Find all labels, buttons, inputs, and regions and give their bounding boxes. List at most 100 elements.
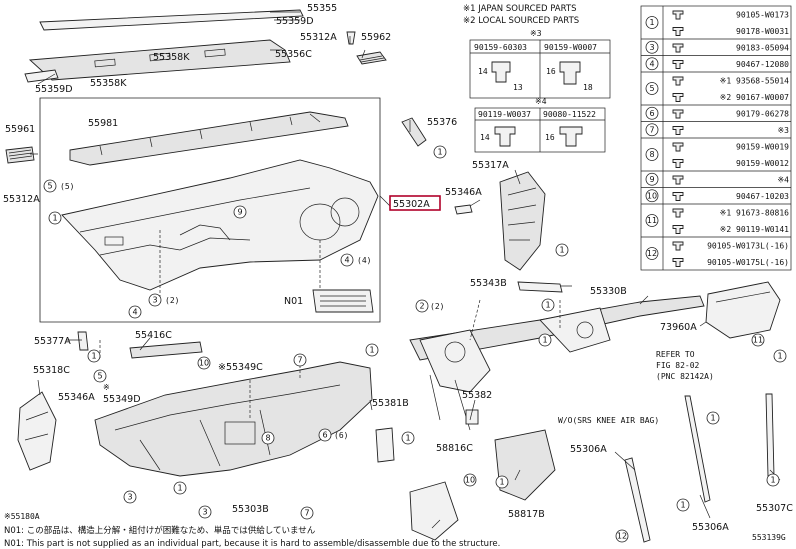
- box3-mark: ※3: [530, 29, 542, 38]
- parts-table-callout: [645, 57, 659, 71]
- brace-55306a-bottom[interactable]: [684, 395, 711, 503]
- parts-table-callout: [645, 148, 659, 161]
- box3-dim-a2: 13: [513, 83, 523, 92]
- label-55359d: 55359D: [276, 16, 314, 27]
- wo-srs-note: W/O(SRS KNEE AIR BAG): [558, 416, 659, 425]
- clip-55312a-top[interactable]: [346, 31, 356, 45]
- spec-box-3: ※3 90159-60303 90159-W0007 14 13 16 18: [469, 29, 611, 99]
- label-58817b: 58817B: [508, 509, 545, 520]
- cover-58817b[interactable]: [409, 481, 459, 541]
- callout-6-qty: (6): [334, 431, 348, 440]
- grille-55961[interactable]: [5, 146, 35, 164]
- link-55343b[interactable]: [517, 281, 563, 293]
- fastener-icon: [672, 258, 684, 267]
- parts-table-partno[interactable]: 90105-W0173: [736, 10, 789, 19]
- label-55981: 55981: [88, 118, 118, 129]
- fastener-icon: [672, 76, 684, 86]
- callout-4-qty: (4): [357, 256, 371, 265]
- clip-55346a-r[interactable]: [454, 204, 473, 215]
- callout-1m: 1: [680, 501, 685, 510]
- parts-table-partno[interactable]: 90159-W0019: [736, 142, 789, 151]
- parts-table-partno[interactable]: 90159-W0012: [736, 159, 789, 168]
- brace-55306a-left[interactable]: [624, 457, 651, 543]
- label-55312a-top: 55312A: [300, 32, 337, 43]
- callout-2-qty: (2): [430, 302, 444, 311]
- bracket-55376[interactable]: [401, 117, 427, 147]
- note-mark: ※: [103, 383, 110, 392]
- parts-table-partno[interactable]: ※1 93568-55014: [720, 76, 790, 85]
- side-cover-55318c[interactable]: [17, 391, 57, 471]
- highlight-55302a[interactable]: [389, 195, 441, 211]
- label-55317a: 55317A: [472, 160, 509, 171]
- parts-table-partno[interactable]: 90105-W0175L(-16): [707, 258, 789, 267]
- callout-1f: 1: [369, 346, 374, 355]
- parts-table-number: 5: [649, 84, 654, 93]
- parts-table-partno[interactable]: ※3: [777, 126, 789, 135]
- brace-55307c[interactable]: [765, 393, 775, 477]
- cover-55382[interactable]: [465, 409, 479, 425]
- label-55382: 55382: [462, 390, 492, 401]
- parts-table-partno[interactable]: 90467-12080: [736, 60, 789, 69]
- parts-table-partno[interactable]: ※2 90119-W0141: [720, 225, 790, 234]
- panel-frame: [39, 97, 381, 323]
- callout-5-qty: (5): [60, 182, 74, 191]
- label-55303b: 55303B: [232, 504, 269, 515]
- label-55302a[interactable]: 55302A: [393, 199, 430, 210]
- label-55343b: 55343B: [470, 278, 507, 289]
- label-55349c: ※55349C: [218, 362, 263, 373]
- legend-japan-sourced: ※1 JAPAN SOURCED PARTS: [463, 4, 576, 14]
- cover-58816c[interactable]: [494, 429, 556, 501]
- parts-table-partno[interactable]: ※4: [777, 175, 789, 184]
- box4-part-a: 90119-W0037: [478, 110, 531, 119]
- callout-1k: 1: [499, 478, 504, 487]
- fastener-icon: [672, 109, 684, 119]
- bar-55416c[interactable]: [129, 341, 203, 359]
- callout-1c: 1: [559, 246, 564, 255]
- callout-10: 10: [199, 359, 209, 368]
- defroster-strip-55355[interactable]: [39, 9, 304, 31]
- label-55349d: 55349D: [103, 394, 141, 405]
- parts-table-partno[interactable]: ※2 90167-W0007: [720, 93, 790, 102]
- speaker-grille-55962[interactable]: [356, 51, 387, 65]
- box3-part-a: 90159-60303: [474, 43, 527, 52]
- fig-ref[interactable]: FIG 82-02: [656, 361, 700, 370]
- parts-table-partno[interactable]: 90179-06278: [736, 109, 789, 118]
- parts-table-callout: [645, 40, 659, 54]
- instrument-panel-55302a[interactable]: [61, 159, 379, 291]
- callout-1b: 1: [437, 148, 442, 157]
- parts-table-number: 10: [647, 191, 657, 200]
- callout-11: 11: [753, 336, 763, 345]
- bracket-55381b[interactable]: [375, 427, 395, 463]
- small-pad-55359d[interactable]: [24, 69, 59, 83]
- side-panel-55317a[interactable]: [499, 171, 546, 271]
- parts-table-number: 7: [649, 125, 654, 134]
- parts-table-partno[interactable]: 90178-W0031: [736, 27, 789, 36]
- lower-panel-55303b[interactable]: [94, 361, 373, 477]
- steering-support-55330b[interactable]: [409, 295, 705, 431]
- pnc-ref: (PNC 82142A): [656, 372, 714, 381]
- knee-airbag-73960a[interactable]: [705, 281, 781, 339]
- clip-55377a[interactable]: [77, 331, 89, 351]
- parts-table-partno[interactable]: 90467-10203: [736, 192, 789, 201]
- label-55180a: ※55180A: [4, 512, 40, 521]
- callout-6: 6: [322, 431, 327, 440]
- callout-10b: 10: [465, 476, 475, 485]
- label-55376: 55376: [427, 117, 457, 128]
- callout-1l: 1: [710, 414, 715, 423]
- label-55306a-l: 55306A: [570, 444, 607, 455]
- parts-table-partno[interactable]: ※1 91673-80816: [720, 208, 790, 217]
- parts-table-partno[interactable]: 90105-W0173L(-16): [707, 241, 789, 250]
- parts-table-callout: [645, 16, 659, 29]
- parts-table-partno[interactable]: 90183-05094: [736, 43, 789, 52]
- parts-table-number: 11: [647, 216, 657, 225]
- callout-4b: 4: [132, 308, 137, 317]
- panel-strip-55981[interactable]: [69, 111, 349, 166]
- box3-part-b: 90159-W0007: [544, 43, 597, 52]
- label-55307c: 55307C: [756, 503, 793, 514]
- fastener-icon: [672, 43, 684, 53]
- callout-3-qty: (2): [165, 296, 179, 305]
- label-55377a: 55377A: [34, 336, 71, 347]
- air-vent-n01[interactable]: [312, 289, 374, 313]
- parts-table-number: 4: [649, 59, 654, 68]
